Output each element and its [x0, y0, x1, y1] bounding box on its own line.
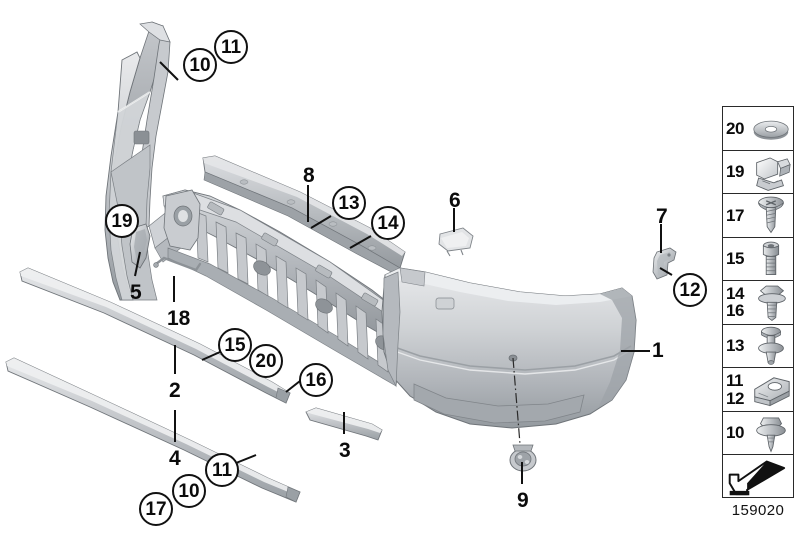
- legend-row-17[interactable]: 17: [723, 194, 793, 238]
- callout-c7[interactable]: 7: [656, 205, 668, 228]
- legend-row-10[interactable]: 10: [723, 412, 793, 456]
- callout-c1[interactable]: 1: [652, 339, 664, 362]
- legend-number: 16: [726, 301, 744, 321]
- legend-number: 15: [726, 249, 744, 269]
- callout-c2[interactable]: 2: [169, 379, 181, 402]
- callout-c5[interactable]: 5: [130, 281, 142, 304]
- leader-line-10: [159, 61, 179, 81]
- legend-row-numbers: 20: [723, 118, 749, 138]
- legend-row-direction[interactable]: [723, 455, 793, 499]
- legend-number: 20: [726, 118, 744, 138]
- washer-icon: [749, 107, 793, 150]
- legend-row-13[interactable]: 13: [723, 325, 793, 369]
- leader-line-15: [201, 351, 221, 361]
- pan-head-screw-icon: [749, 194, 793, 237]
- trim-strip-upper: [19, 267, 291, 404]
- u-nut-clip-icon: [749, 368, 793, 411]
- callout-c10-bot[interactable]: 10: [172, 474, 206, 508]
- callout-c18[interactable]: 18: [167, 307, 191, 330]
- legend-row-20[interactable]: 20: [723, 107, 793, 151]
- callout-c19-left[interactable]: 19: [105, 204, 139, 238]
- callout-c20[interactable]: 20: [249, 344, 283, 378]
- leader-line-11: [235, 454, 257, 464]
- callout-c16[interactable]: 16: [299, 363, 333, 397]
- callout-c10-top[interactable]: 10: [183, 48, 217, 82]
- callout-c17-bot[interactable]: 17: [139, 492, 173, 526]
- leader-line-5: [134, 251, 141, 277]
- part-19-left-bracket: [129, 223, 151, 269]
- callout-c9[interactable]: 9: [517, 489, 529, 512]
- part-6-tow-eye-cover: [438, 227, 474, 257]
- legend-number: 13: [726, 336, 744, 356]
- legend-number: 10: [726, 423, 744, 443]
- flange-bolt-icon: [749, 281, 793, 324]
- callout-c14[interactable]: 14: [371, 206, 405, 240]
- leader-line-14: [349, 235, 372, 249]
- callout-c11-bot[interactable]: 11: [205, 453, 239, 487]
- legend-row-numbers: 17: [723, 205, 749, 225]
- legend-number: 14: [726, 284, 744, 304]
- callout-c13[interactable]: 13: [332, 186, 366, 220]
- leader-line-13: [310, 215, 332, 229]
- legend-row-numbers: 15: [723, 249, 749, 269]
- callout-c3[interactable]: 3: [339, 439, 351, 462]
- legend-number: 19: [726, 162, 744, 182]
- callout-c11-top[interactable]: 11: [214, 30, 248, 64]
- part-7-side-bracket: [652, 247, 677, 280]
- legend-row-numbers: 19: [723, 162, 749, 182]
- bracket-clip-icon: [749, 151, 793, 194]
- part-18-rod-clip: [153, 256, 202, 272]
- impact-absorber-beam: [202, 155, 406, 276]
- legend-number: 12: [726, 388, 744, 408]
- assembly-axis-line-9: [512, 357, 521, 445]
- diagram-part-number: 159020: [731, 502, 785, 519]
- legend-row-19[interactable]: 19: [723, 151, 793, 195]
- leader-line-16: [285, 380, 301, 393]
- body-clip-icon: [749, 412, 793, 455]
- legend-row-numbers: 10: [723, 423, 749, 443]
- legend-number: 11: [726, 371, 743, 391]
- callout-c4[interactable]: 4: [169, 447, 181, 470]
- callout-leader-lines: [134, 61, 673, 484]
- callout-c12-right[interactable]: 12: [673, 273, 707, 307]
- callout-c8[interactable]: 8: [303, 164, 315, 187]
- legend-row-15[interactable]: 15: [723, 238, 793, 282]
- callout-c15[interactable]: 15: [218, 328, 252, 362]
- direction-arrow-icon: [723, 455, 793, 499]
- hex-socket-bolt-icon: [749, 238, 793, 281]
- legend-number: 17: [726, 205, 744, 225]
- front-bumper-cover-main: [381, 267, 637, 429]
- callout-c6[interactable]: 6: [449, 189, 461, 212]
- push-rivet-icon: [749, 325, 793, 368]
- leader-line-12: [659, 267, 673, 276]
- legend-row-numbers: 13: [723, 336, 749, 356]
